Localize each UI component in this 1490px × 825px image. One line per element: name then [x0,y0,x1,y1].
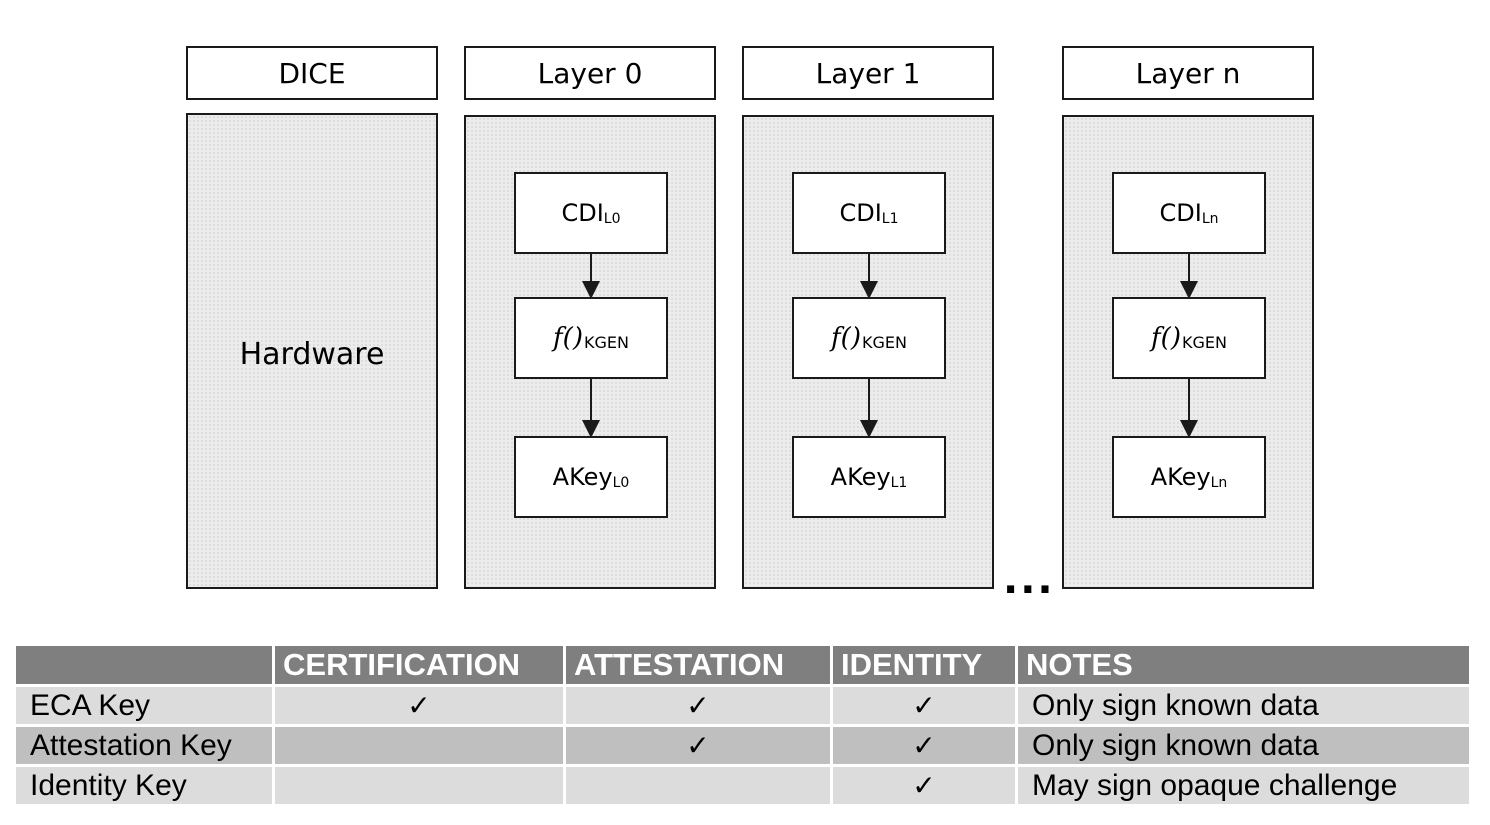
kgen-l1-sub: KGEN [861,332,907,352]
identity-check: ✓ [833,727,1018,767]
certification-check: ✓ [275,687,566,727]
table-row: Attestation Key ✓ ✓ Only sign known data [16,727,1469,767]
cdi-l0-sub: L0 [603,211,621,227]
table-header-row: CERTIFICATION ATTESTATION IDENTITY NOTES [16,646,1469,687]
certification-check [275,767,566,807]
arrow-kgen-to-akey-l0 [582,379,600,438]
akey-l1-sub: L1 [890,475,908,491]
certification-check [275,727,566,767]
kgen-l0-node: f()KGEN [514,297,668,379]
arrow-cdi-to-kgen-ln [1180,254,1198,299]
row-notes: Only sign known data [1018,727,1469,767]
table-row: ECA Key ✓ ✓ ✓ Only sign known data [16,687,1469,727]
identity-check: ✓ [833,687,1018,727]
kgen-l1-fn: f() [831,323,861,353]
dice-header: DICE [186,46,438,100]
kgen-l1-node: f()KGEN [792,297,946,379]
table-row: Identity Key ✓ May sign opaque challenge [16,767,1469,807]
header-notes: NOTES [1018,646,1469,687]
header-identity: IDENTITY [833,646,1018,687]
layer-n-header: Layer n [1062,46,1314,100]
layer-1-header: Layer 1 [742,46,994,100]
kgen-ln-fn: f() [1151,323,1181,353]
layer-0-header: Layer 0 [464,46,716,100]
akey-l0-sub: L0 [612,475,630,491]
arrow-kgen-to-akey-ln [1180,379,1198,438]
row-notes: Only sign known data [1018,687,1469,727]
attestation-check: ✓ [566,687,833,727]
cdi-l0-base: CDI [561,199,604,227]
identity-check: ✓ [833,767,1018,807]
dice-body: Hardware [186,113,438,589]
header-certification: CERTIFICATION [275,646,566,687]
hardware-label: Hardware [239,337,385,372]
row-key-name: Attestation Key [16,727,275,767]
kgen-ln-sub: KGEN [1181,332,1227,352]
akey-ln-base: AKey [1150,463,1211,491]
akey-l0-base: AKey [552,463,613,491]
arrow-cdi-to-kgen-l1 [860,254,878,299]
attestation-check [566,767,833,807]
kgen-l0-sub: KGEN [583,332,629,352]
arrow-kgen-to-akey-l1 [860,379,878,438]
row-key-name: Identity Key [16,767,275,807]
header-attestation: ATTESTATION [566,646,833,687]
cdi-l1-sub: L1 [881,211,899,227]
akey-l1-base: AKey [830,463,891,491]
attestation-check: ✓ [566,727,833,767]
cdi-ln-sub: Ln [1201,211,1219,227]
key-usage-table: CERTIFICATION ATTESTATION IDENTITY NOTES… [16,646,1469,807]
header-key [16,646,275,687]
row-key-name: ECA Key [16,687,275,727]
kgen-l0-fn: f() [553,323,583,353]
row-notes: May sign opaque challenge [1018,767,1469,807]
cdi-l1-base: CDI [839,199,882,227]
kgen-ln-node: f()KGEN [1112,297,1266,379]
layers-ellipsis: ... [1003,557,1055,603]
arrow-cdi-to-kgen-l0 [582,254,600,299]
cdi-ln-base: CDI [1159,199,1202,227]
akey-ln-sub: Ln [1210,475,1228,491]
